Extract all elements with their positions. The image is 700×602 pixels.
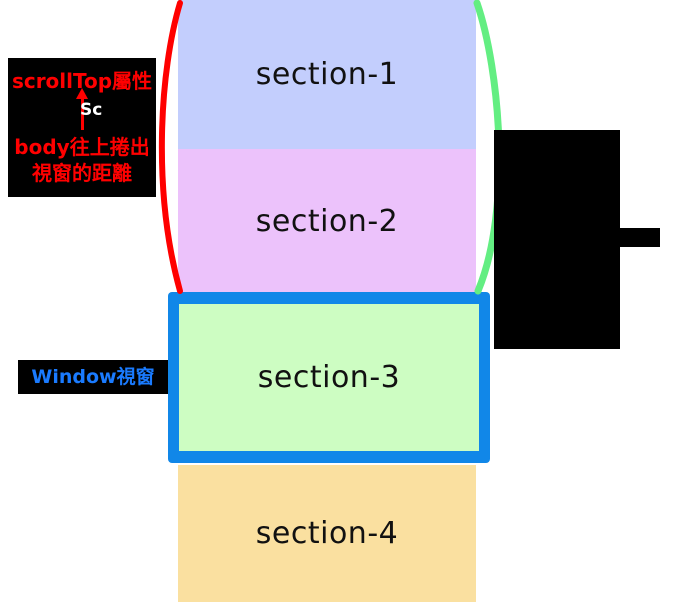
section-3-block: section-3 bbox=[179, 304, 479, 451]
window-viewport-callout: Window視窗 bbox=[18, 360, 168, 394]
scrolltop-detail-line-2: 視窗的距離 bbox=[32, 161, 132, 185]
scrolltop-detail-line-1: body往上捲出 bbox=[14, 135, 150, 159]
scrolltop-annotation-callout: scrollTop屬性 body往上捲出 視窗的距離 bbox=[8, 58, 156, 197]
section-3-label: section-3 bbox=[257, 360, 401, 395]
section-4-block: section-4 bbox=[178, 465, 476, 602]
scrolled-out-annotation-occluder bbox=[596, 228, 660, 247]
window-viewport-frame: section-3 bbox=[168, 292, 490, 463]
section-2-block: section-2 bbox=[178, 149, 476, 293]
section-4-label: section-4 bbox=[255, 516, 399, 551]
section-1-block: section-1 bbox=[178, 0, 476, 149]
section-1-label: section-1 bbox=[255, 57, 399, 92]
up-arrow-icon bbox=[75, 88, 88, 130]
window-viewport-label: Window視窗 bbox=[31, 366, 155, 388]
scrolled-out-annotation-label: Sc bbox=[80, 100, 103, 120]
section-2-label: section-2 bbox=[255, 203, 399, 239]
